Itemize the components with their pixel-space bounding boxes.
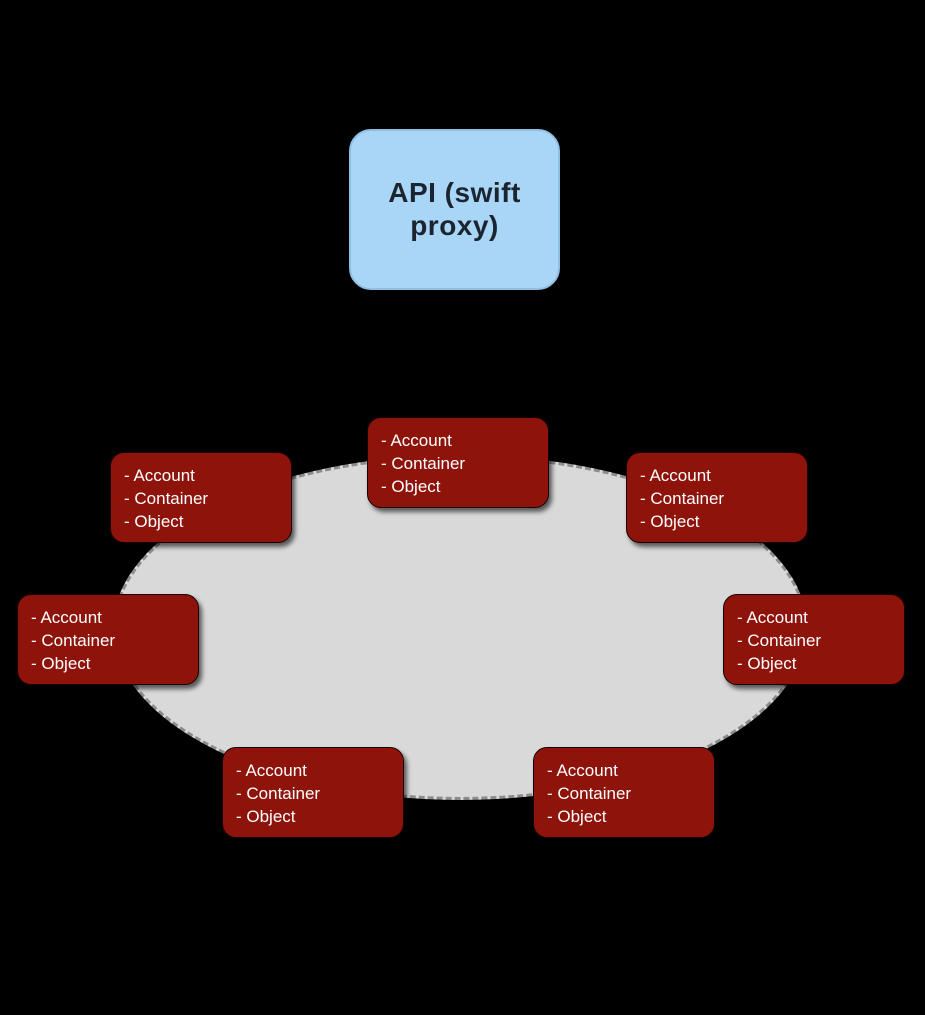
node-line-account: - Account xyxy=(381,431,452,450)
node-line-container: - Container xyxy=(381,454,466,473)
node-line-account: - Account xyxy=(31,608,102,627)
node-line-container: - Container xyxy=(31,631,116,650)
node-line-container: - Container xyxy=(640,489,725,508)
node-line-container: - Container xyxy=(236,784,321,803)
node-line-container: - Container xyxy=(124,489,209,508)
node-line-object: - Object xyxy=(31,654,91,673)
node-line-account: - Account xyxy=(547,761,618,780)
storage-node-right: - Account - Container - Object xyxy=(723,594,905,685)
node-line-account: - Account xyxy=(236,761,307,780)
node-line-account: - Account xyxy=(737,608,808,627)
storage-node-bottom-right: - Account - Container - Object xyxy=(533,747,715,838)
node-line-account: - Account xyxy=(640,466,711,485)
node-line-object: - Object xyxy=(737,654,797,673)
node-line-object: - Object xyxy=(236,807,296,826)
storage-node-top: - Account - Container - Object xyxy=(367,417,549,508)
storage-node-upper-right: - Account - Container - Object xyxy=(626,452,808,543)
node-line-object: - Object xyxy=(124,512,184,531)
node-line-object: - Object xyxy=(381,477,441,496)
storage-node-bottom-left: - Account - Container - Object xyxy=(222,747,404,838)
storage-node-left: - Account - Container - Object xyxy=(17,594,199,685)
storage-node-upper-left: - Account - Container - Object xyxy=(110,452,292,543)
node-line-container: - Container xyxy=(737,631,822,650)
node-line-object: - Object xyxy=(640,512,700,531)
api-proxy-label: API (swift proxy) xyxy=(388,177,521,241)
api-proxy-box: API (swift proxy) xyxy=(349,129,560,290)
node-line-object: - Object xyxy=(547,807,607,826)
node-line-container: - Container xyxy=(547,784,632,803)
node-line-account: - Account xyxy=(124,466,195,485)
